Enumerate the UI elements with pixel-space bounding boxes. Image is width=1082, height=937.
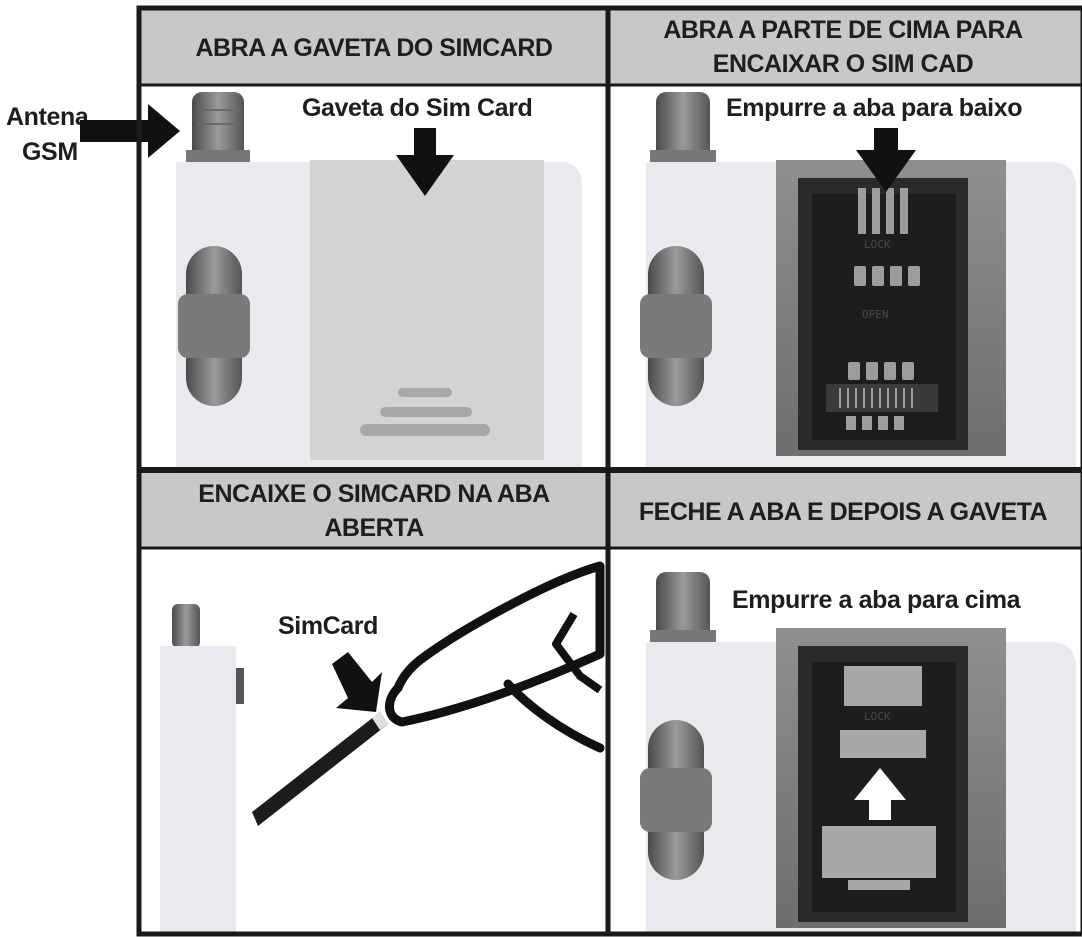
panel-close-holder: FECHE A ABA E DEPOIS A GAVETA LOCK Empur… — [610, 473, 1082, 932]
down-right-arrow-icon — [332, 652, 382, 712]
panel-3-title-line2: ABERTA — [324, 514, 424, 542]
panel-insert-sim: ENCAIXE O SIMCARD NA ABA ABERTA SimCard — [141, 473, 607, 932]
panel-2-title-line2: ENCAIXAR O SIM CAD — [713, 50, 973, 78]
antenna-icon — [172, 604, 200, 648]
panel-2-illustration: LOCK OPEN — [640, 92, 1076, 468]
panel-2-header — [610, 10, 1082, 84]
antenna-arrow-icon — [80, 104, 180, 158]
down-arrow-icon — [396, 128, 454, 196]
panel-open-tray: ABRA A GAVETA DO SIMCARD Gaveta do Sim C… — [141, 10, 607, 468]
panel-2-title-line1: ABRA A PARTE DE CIMA PARA — [663, 16, 1023, 44]
panel-3-annotation: SimCard — [278, 612, 378, 640]
device-side — [160, 646, 236, 932]
panel-3-header — [141, 473, 607, 547]
holder-open-label: OPEN — [862, 308, 889, 321]
panel-4-illustration: LOCK — [640, 572, 1076, 932]
holder-lock-label: LOCK — [864, 710, 891, 723]
up-arrow-icon — [854, 768, 906, 820]
sim-card-bottom — [822, 826, 936, 878]
sim-card — [252, 712, 388, 826]
panel-open-holder: ABRA A PARTE DE CIMA PARA ENCAIXAR O SIM… — [610, 10, 1082, 468]
holder-contacts — [846, 188, 920, 430]
panel-4-annotation: Empurre a aba para cima — [732, 586, 1022, 614]
sim-card-top — [844, 666, 922, 706]
antenna-label-line2: GSM — [22, 138, 78, 166]
antenna-label-line1: Antena — [6, 103, 90, 131]
frame-borders — [136, 5, 1082, 937]
panel-1-annotation: Gaveta do Sim Card — [302, 94, 532, 122]
sim-card-middle — [840, 730, 926, 758]
panel-1-illustration — [176, 92, 582, 468]
down-arrow-icon — [856, 128, 916, 192]
panel-2-annotation: Empurre a aba para baixo — [726, 94, 1022, 122]
panel-1-title: ABRA A GAVETA DO SIMCARD — [196, 34, 553, 62]
holder-lock-label: LOCK — [864, 238, 891, 251]
panel-4-header — [610, 473, 1082, 547]
panel-3-illustration — [160, 561, 605, 932]
finger-icon — [385, 561, 605, 727]
panel-4-title: FECHE A ABA E DEPOIS A GAVETA — [639, 498, 1048, 526]
antenna-callout: Antena GSM — [6, 103, 180, 166]
panel-1-header — [141, 10, 607, 84]
panel-3-title-line1: ENCAIXE O SIMCARD NA ABA — [198, 480, 550, 508]
